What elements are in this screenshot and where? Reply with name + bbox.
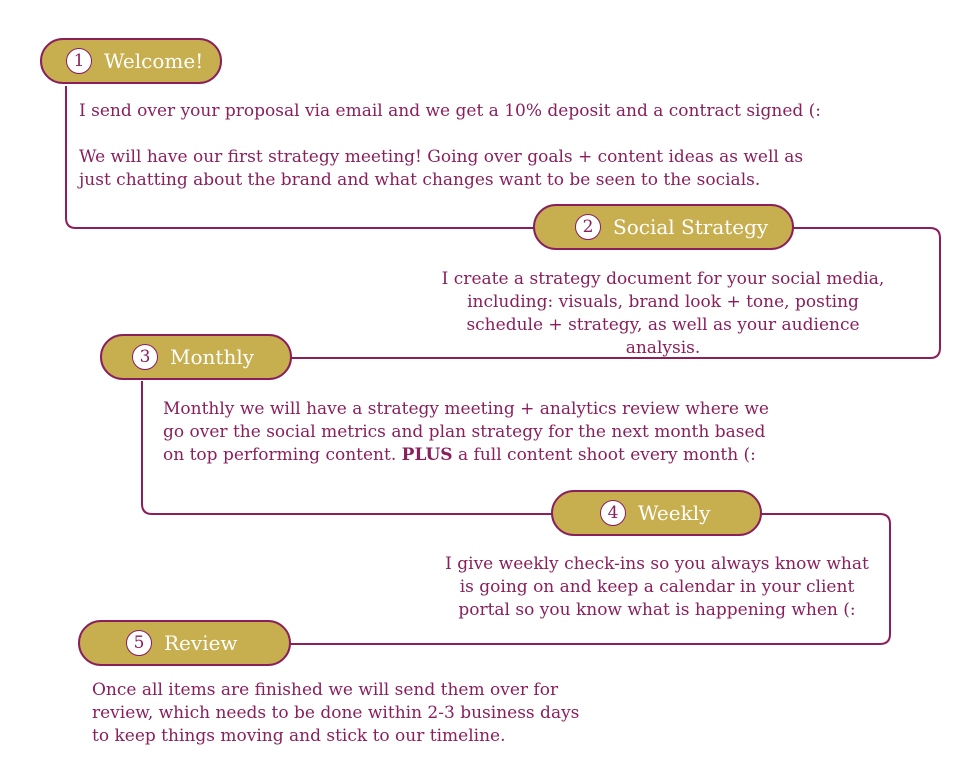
step-3-number: 3: [132, 344, 158, 370]
step-1-paragraph-2: We will have our first strategy meeting!…: [79, 147, 804, 190]
step-3-pill: 3 Monthly: [100, 334, 292, 380]
step-3-paragraph: Monthly we will have a strategy meeting …: [163, 398, 783, 467]
step-4-paragraph: I give weekly check-ins so you always kn…: [445, 554, 869, 620]
step-4-title: Weekly: [638, 501, 711, 525]
step-2-number: 2: [575, 214, 601, 240]
step-2-title: Social Strategy: [613, 215, 769, 239]
step-1-pill: 1 Welcome!: [40, 38, 222, 84]
step-2-pill: 2 Social Strategy: [533, 204, 794, 250]
step-3-description: Monthly we will have a strategy meeting …: [163, 398, 783, 467]
step-3-title: Monthly: [170, 345, 255, 369]
step-5-title: Review: [164, 631, 238, 655]
step-1-number: 1: [66, 48, 92, 74]
step-1-title: Welcome!: [104, 49, 204, 73]
step-4-number: 4: [600, 500, 626, 526]
step-5-number: 5: [126, 630, 152, 656]
step-3-text-after: a full content shoot every month (:: [457, 445, 756, 465]
step-2-description: I create a strategy document for your so…: [428, 268, 898, 360]
step-4-description: I give weekly check-ins so you always kn…: [442, 553, 872, 622]
step-3-text-before: Monthly we will have a strategy meeting …: [163, 399, 769, 465]
step-1-description: I send over your proposal via email and …: [79, 100, 839, 192]
step-5-paragraph: Once all items are finished we will send…: [92, 680, 580, 746]
step-2-paragraph: I create a strategy document for your so…: [441, 269, 885, 358]
step-5-pill: 5 Review: [78, 620, 291, 666]
step-4-pill: 4 Weekly: [551, 490, 762, 536]
step-3-bold: PLUS: [401, 445, 453, 465]
step-5-description: Once all items are finished we will send…: [92, 679, 582, 748]
step-1-paragraph-1: I send over your proposal via email and …: [79, 101, 822, 121]
